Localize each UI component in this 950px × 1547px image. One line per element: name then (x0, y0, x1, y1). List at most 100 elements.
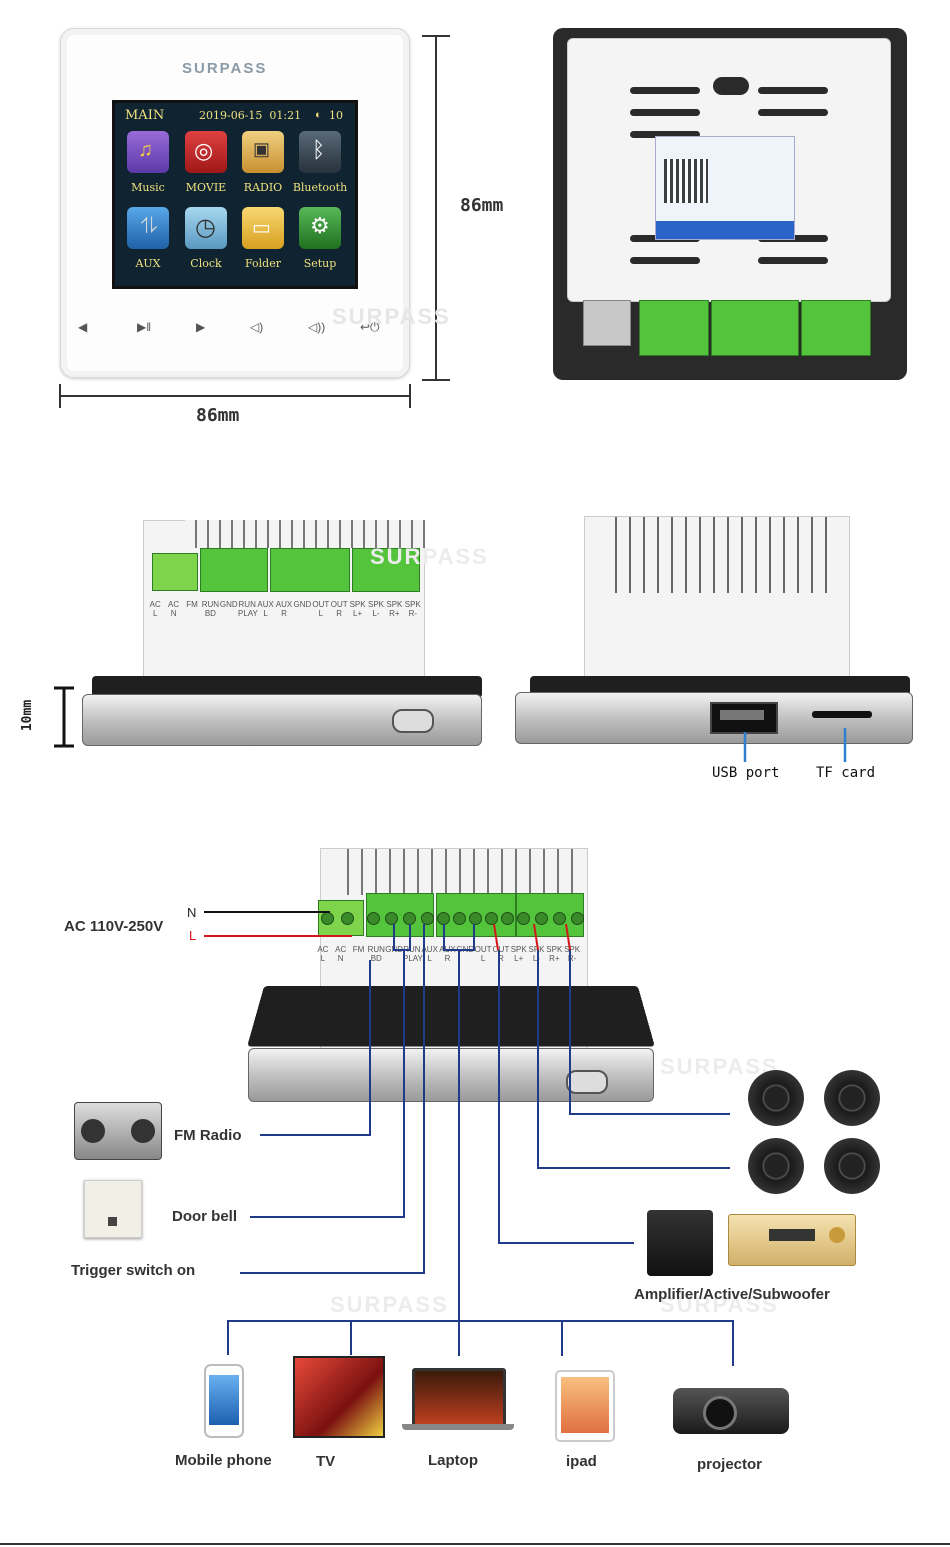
doorbell-label: Door bell (172, 1208, 238, 1225)
app-label-setup: Setup (303, 257, 337, 270)
setup-app-icon[interactable]: ⚙ (299, 207, 341, 249)
prev-icon[interactable]: ◀ (78, 320, 88, 334)
back-view (553, 28, 907, 380)
terminal-label: FM (352, 945, 365, 954)
width-dimension-label: 86mm (196, 405, 240, 426)
terminal-screw (485, 912, 498, 925)
bottom-divider (0, 1543, 950, 1545)
diagram-side-switch[interactable] (566, 1070, 608, 1094)
watermark: SURPASS (660, 1292, 779, 1317)
height-dimension-label: 86mm (460, 195, 504, 216)
ipad-label: ipad (566, 1453, 597, 1470)
app-label-movie: MOVIE (185, 181, 227, 194)
doorbell-icon (84, 1180, 142, 1238)
ceiling-speaker-icon (748, 1138, 804, 1194)
port-pointer-lines (743, 728, 847, 762)
terminal-screw (421, 912, 434, 925)
play-pause-icon[interactable]: ▶‖ (137, 320, 152, 334)
volume-icon: ◐ (315, 109, 322, 121)
live-wire-label: L (189, 928, 197, 943)
terminal-label: FM (186, 600, 198, 609)
tf-card-slot[interactable] (812, 711, 872, 718)
panel-edge-left (82, 694, 482, 746)
dimension-lines (59, 35, 450, 408)
next-icon[interactable]: ▶ (196, 320, 206, 334)
bluetooth-app-icon[interactable]: ᛒ (299, 131, 341, 173)
clock-app-icon[interactable]: ◷ (185, 207, 227, 249)
watermark: SURPASS (370, 544, 489, 569)
qr-sticker (655, 136, 795, 240)
movie-app-icon[interactable]: ◎ (185, 131, 227, 173)
screen-datetime: 2019-06-15 01:21 (199, 109, 302, 122)
screen-volume: 10 (329, 109, 343, 122)
terminal-screw (367, 912, 380, 925)
laptop-label: Laptop (428, 1452, 478, 1469)
radio-app-icon[interactable]: ▣ (242, 131, 284, 173)
terminal-screw (501, 912, 514, 925)
panel-rim-right (530, 676, 910, 696)
app-label-folder: Folder (245, 257, 281, 270)
power-label: AC 110V-250V (64, 918, 164, 935)
app-label-radio: RADIO (243, 181, 283, 194)
mobile-phone-label: Mobile phone (175, 1452, 272, 1469)
amplifier-icon (728, 1214, 856, 1266)
ceiling-speaker-icon (824, 1138, 880, 1194)
side-fins-left (185, 520, 425, 548)
fm-radio-icon (74, 1102, 162, 1160)
volume-down-icon[interactable]: ◁) (250, 320, 264, 334)
usb-port-label: USB port (712, 765, 780, 781)
aux-app-icon[interactable]: ⥮ (127, 207, 169, 249)
screen-title: MAIN (125, 108, 165, 123)
ceiling-speaker-icon (824, 1070, 880, 1126)
mobile-phone-icon (204, 1364, 244, 1438)
lcd-screen: MAIN 2019-06-15 01:21 ◐ 10 ♫ ◎ ▣ ᛒ Music… (112, 100, 358, 289)
terminal-screw (517, 912, 530, 925)
laptop-base (402, 1424, 514, 1430)
tv-icon (293, 1356, 385, 1438)
amplifier-label: Amplifier/Active/Subwoofer (634, 1286, 830, 1303)
projector-label: projector (697, 1456, 763, 1473)
panel-rim-left (92, 676, 482, 698)
terminal-screw (453, 912, 466, 925)
side-switch[interactable] (392, 709, 434, 733)
projector-icon (673, 1388, 789, 1434)
watermark: SURPASS (330, 1292, 449, 1317)
terminal-screw (341, 912, 354, 925)
laptop-icon (412, 1368, 506, 1428)
back-power-icon[interactable]: ↩⏻ (360, 320, 380, 334)
watermark: SURPASS (660, 1054, 779, 1079)
terminal-screw (571, 912, 584, 925)
music-app-icon[interactable]: ♫ (127, 131, 169, 173)
terminal-screw (535, 912, 548, 925)
side-housing-right (584, 516, 850, 682)
app-label-bluetooth: Bluetooth (292, 181, 348, 194)
ceiling-speaker-icon (748, 1070, 804, 1126)
terminal-label: GND (219, 600, 238, 609)
app-label-clock: Clock (190, 257, 222, 270)
terminal-screw (553, 912, 566, 925)
app-label-aux: AUX (135, 257, 161, 270)
terminal-label: GND (293, 600, 312, 609)
depth-dimension-line (54, 686, 74, 748)
subwoofer-icon (647, 1210, 713, 1276)
volume-up-icon[interactable]: ◁)) (308, 320, 326, 334)
rear-mount-hole (713, 77, 749, 95)
folder-app-icon[interactable]: ▭ (242, 207, 284, 249)
